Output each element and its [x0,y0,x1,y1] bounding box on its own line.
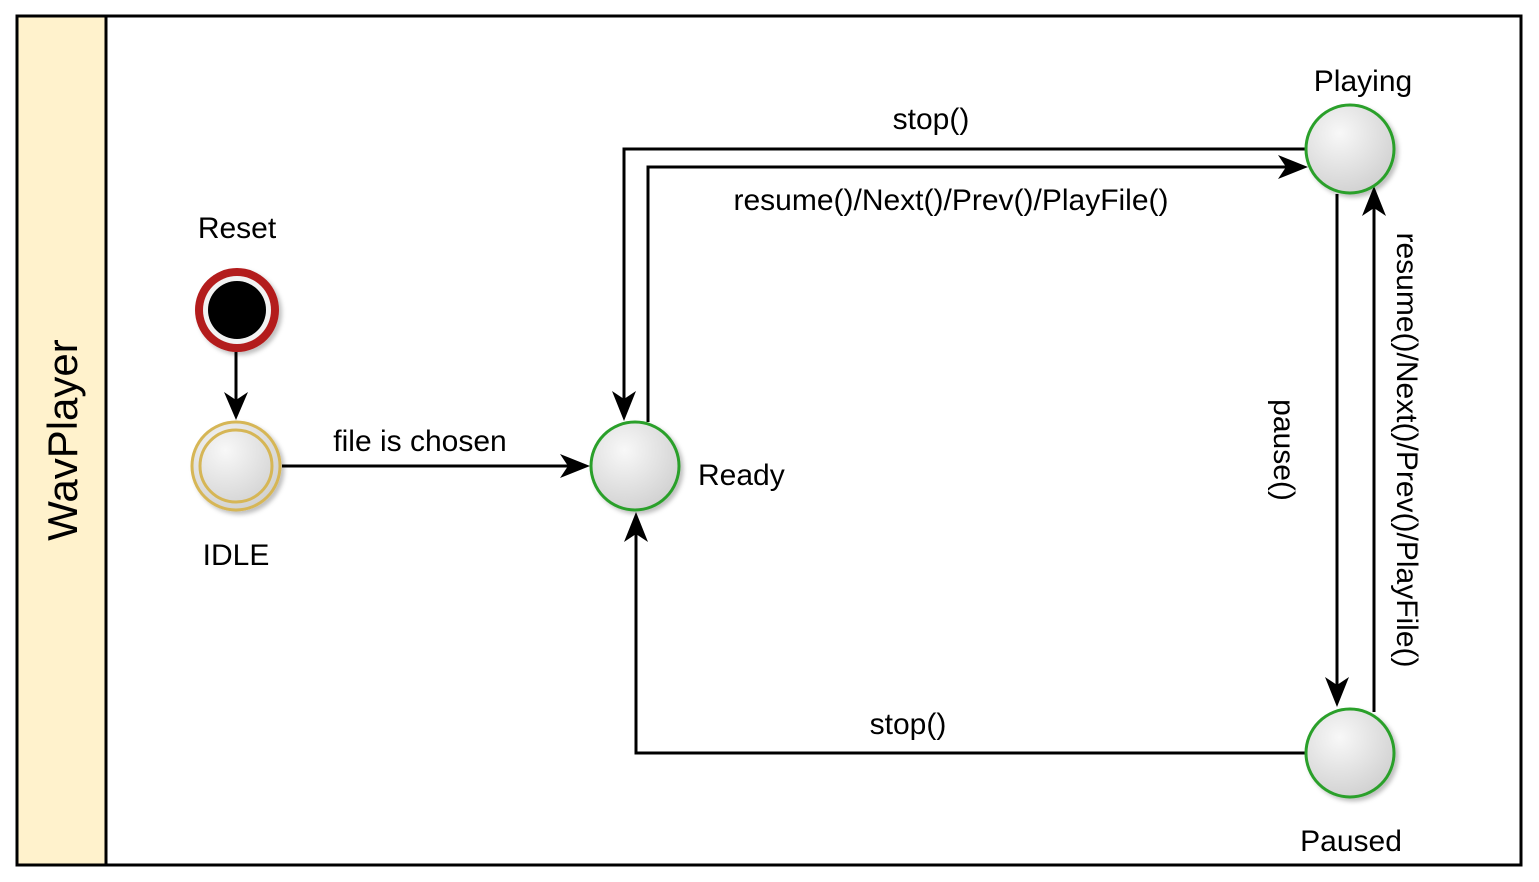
transition-label-file-is-chosen: file is chosen [333,425,506,458]
state-reset[interactable] [195,268,279,352]
playing-label: Playing [1314,65,1412,98]
arrowhead-playing-to-paused [1325,677,1349,707]
arrowhead-paused-to-ready [624,512,648,542]
arrowhead-idle-to-ready [560,454,590,478]
transition-label-resume-top: resume()/Next()/Prev()/PlayFile() [733,184,1168,217]
state-idle[interactable] [190,420,282,512]
transition-label-pause: pause() [1267,399,1300,501]
reset-node-core [208,281,266,339]
edge-ready-to-playing [646,165,1292,422]
state-paused[interactable] [1304,707,1396,799]
swimlane-header [15,14,108,867]
idle-node-outer [190,420,282,512]
edge-playing-to-ready [622,147,1306,405]
ready-label: Ready [698,459,785,492]
state-ready[interactable] [589,420,681,512]
arrowhead-playing-to-ready [612,391,636,421]
reset-label: Reset [198,212,277,245]
edge-paused-to-ready [634,528,1306,755]
transition-label-stop-bottom: stop() [870,708,947,741]
arrowhead-paused-to-playing [1362,186,1386,216]
transition-label-stop-top: stop() [893,103,970,136]
idle-node-inner [198,428,274,504]
state-playing[interactable] [1304,103,1396,195]
nodes [190,103,1396,799]
arrowhead-reset-to-idle [224,392,248,420]
transition-label-resume-right: resume()/Next()/Prev()/PlayFile() [1390,232,1423,667]
idle-label: IDLE [203,539,270,572]
edges [224,147,1386,755]
transition-labels: file is chosen stop() resume()/Next()/Pr… [333,103,1423,741]
state-labels: Reset IDLE Ready Playing Paused [198,65,1412,858]
swimlane-title: WavPlayer [39,339,86,541]
arrowhead-ready-to-playing [1278,155,1308,179]
paused-label: Paused [1300,825,1402,858]
